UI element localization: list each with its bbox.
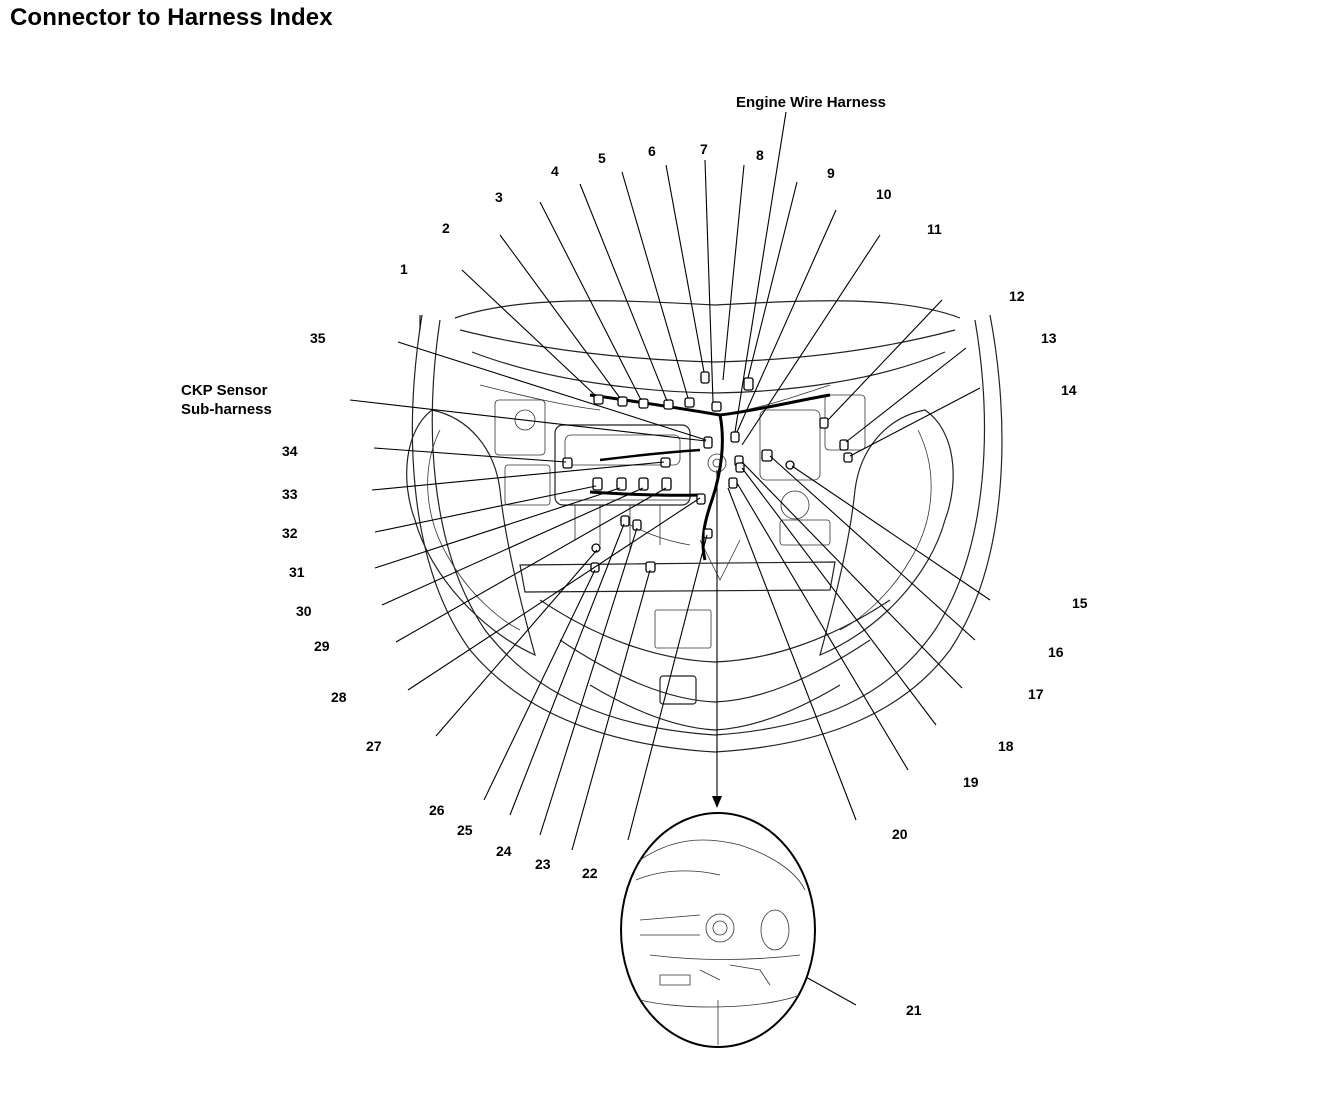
callout-29: 29 — [314, 638, 330, 654]
callout-numbers: 1 2 3 4 5 6 7 8 9 10 11 12 13 14 15 16 1… — [282, 141, 1088, 1018]
engine-wire-harness-route — [589, 393, 831, 561]
callout-13: 13 — [1041, 330, 1057, 346]
callout-2: 2 — [442, 220, 450, 236]
inset-detail-21 — [620, 812, 816, 1048]
connector-22 — [703, 528, 713, 539]
connectors — [562, 371, 853, 573]
connector-30 — [638, 477, 649, 491]
callout-4: 4 — [551, 163, 559, 179]
callout-11: 11 — [927, 221, 942, 237]
callout-30: 30 — [296, 603, 312, 619]
connector-29 — [661, 477, 672, 491]
vehicle-body-outline — [406, 300, 1003, 753]
connector-6 — [684, 397, 695, 408]
callout-33: 33 — [282, 486, 298, 502]
connector-31 — [616, 477, 627, 491]
connector-5 — [663, 399, 674, 410]
leader-lines — [349, 111, 991, 1006]
callout-31: 31 — [289, 564, 305, 580]
callout-22: 22 — [582, 865, 598, 881]
connector-34 — [562, 457, 573, 469]
connector-10 — [730, 431, 740, 443]
connector-8 — [711, 401, 722, 412]
connector-19 — [728, 477, 738, 489]
connector-25 — [620, 515, 630, 527]
connector-13 — [843, 452, 853, 463]
callout-6: 6 — [648, 143, 656, 159]
callout-7: 7 — [700, 141, 708, 157]
callout-10: 10 — [876, 186, 892, 202]
callout-19: 19 — [963, 774, 979, 790]
connector-3 — [617, 396, 628, 407]
label-engine-wire-harness: Engine Wire Harness — [736, 94, 886, 111]
connector-18 — [735, 462, 745, 473]
callout-16: 16 — [1048, 644, 1064, 660]
callout-21: 21 — [906, 1002, 922, 1018]
callout-17: 17 — [1028, 686, 1044, 702]
callout-23: 23 — [535, 856, 551, 872]
connector-11 — [819, 417, 829, 429]
callout-32: 32 — [282, 525, 298, 541]
callout-25: 25 — [457, 822, 473, 838]
callout-18: 18 — [998, 738, 1014, 754]
connector-12 — [839, 439, 849, 451]
connector-4 — [638, 398, 649, 409]
connector-35 — [703, 436, 713, 449]
callout-12: 12 — [1009, 288, 1025, 304]
label-ckp-sensor-line2: Sub-harness — [181, 401, 272, 418]
connector-9 — [743, 377, 754, 391]
callout-9: 9 — [827, 165, 835, 181]
callout-28: 28 — [331, 689, 347, 705]
callout-26: 26 — [429, 802, 445, 818]
callout-3: 3 — [495, 189, 503, 205]
connector-27 — [591, 543, 601, 553]
connector-23 — [645, 561, 656, 573]
callout-35: 35 — [310, 330, 326, 346]
connector-24 — [632, 519, 642, 531]
callout-14: 14 — [1061, 382, 1077, 398]
callout-8: 8 — [756, 147, 764, 163]
connector-20 — [696, 493, 706, 505]
connector-32 — [592, 477, 603, 491]
connector-2 — [593, 394, 604, 405]
connector-15 — [785, 460, 795, 470]
callout-1: 1 — [400, 261, 408, 277]
callout-24: 24 — [496, 843, 512, 859]
callout-20: 20 — [892, 826, 908, 842]
callout-34: 34 — [282, 443, 298, 459]
callout-5: 5 — [598, 150, 606, 166]
callout-15: 15 — [1072, 595, 1088, 611]
label-ckp-sensor-line1: CKP Sensor — [181, 382, 268, 399]
page-title: Connector to Harness Index — [10, 4, 333, 31]
connector-7 — [700, 371, 710, 384]
connector-16 — [761, 449, 773, 462]
callout-27: 27 — [366, 738, 382, 754]
